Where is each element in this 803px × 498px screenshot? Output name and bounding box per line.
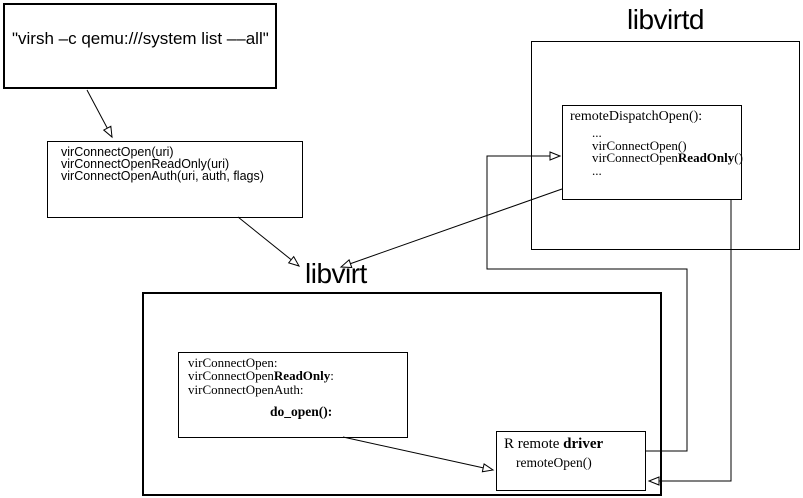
api-line: virConnectOpenReadOnly(uri) (61, 157, 230, 171)
arrow-api-to-libvirt (237, 216, 301, 267)
libvirt-label: libvirt (305, 258, 367, 289)
virsh-command-text: "virsh –c qemu:///system list ––all" (12, 29, 269, 48)
connect-handlers-box: virConnectOpen: virConnectOpenReadOnly: … (178, 352, 408, 438)
public-api-box: virConnectOpen(uri) virConnectOpenReadOn… (47, 141, 303, 218)
libvirt-box: virConnectOpen: virConnectOpenReadOnly: … (142, 292, 662, 496)
virsh-command-box: "virsh –c qemu:///system list ––all" (3, 3, 277, 89)
libvirtd-box: remoteDispatchOpen(): ... virConnectOpen… (531, 41, 800, 250)
handler-line: virConnectOpenReadOnly: (188, 368, 334, 384)
remote-open-call: remoteOpen() (516, 455, 592, 470)
dispatch-line: ... (592, 163, 602, 179)
remote-dispatch-open-box: remoteDispatchOpen(): ... virConnectOpen… (562, 105, 743, 200)
api-line: virConnectOpen(uri) (61, 145, 174, 159)
dispatch-title: remoteDispatchOpen(): (570, 109, 703, 124)
handler-line: virConnectOpenAuth: (188, 381, 304, 397)
libvirtd-label: libvirtd (627, 4, 704, 35)
api-line: virConnectOpenAuth(uri, auth, flags) (61, 169, 264, 183)
dispatch-line: virConnectOpenReadOnly() (592, 150, 743, 166)
dispatch-line: ... (592, 125, 602, 140)
remote-driver-title: R remote driver (504, 436, 604, 452)
arrow-virsh-to-api (86, 89, 113, 139)
do-open-call: do_open(): (270, 404, 333, 419)
dispatch-line: virConnectOpen() (592, 137, 687, 153)
arrow-dispatch-to-libvirt (339, 188, 563, 268)
remote-driver-box: R remote driver remoteOpen() (496, 431, 646, 491)
handler-line: virConnectOpen: (188, 355, 278, 370)
